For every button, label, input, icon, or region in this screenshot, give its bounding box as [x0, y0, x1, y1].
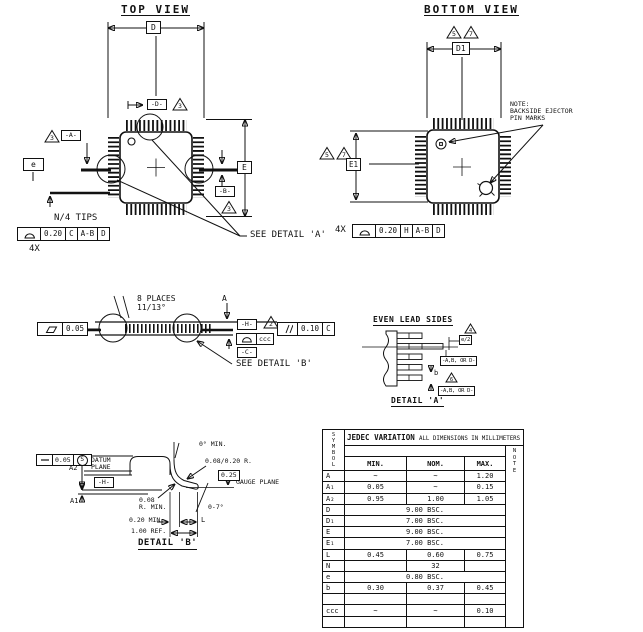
lead-places-label: 8 PLACES 11/13° — [137, 294, 176, 312]
note-4-triangle: 4 — [464, 323, 477, 334]
bend-radius-label: 0.08/0.20 R. — [205, 457, 252, 465]
straightness-symbol-icon — [36, 454, 53, 466]
qty-label: 4X — [29, 244, 40, 254]
table-row — [322, 593, 524, 606]
table-row: A~~1.20 — [322, 470, 524, 483]
dim-a1-label: A1 — [70, 497, 79, 505]
datum-b-label: -B- — [215, 186, 235, 197]
note-7-triangle: 7 — [336, 146, 352, 160]
ejector-pin-note: NOTE: BACKSIDE EJECTOR PIN MARKS — [510, 100, 573, 122]
note-3-triangle: 3 — [221, 200, 237, 214]
datum-ref-label: -A,B, OR D- — [440, 356, 478, 366]
dim-a-label: A — [222, 294, 227, 303]
col-min: MIN. — [344, 456, 407, 472]
datum-plane-label: DATUM PLANE — [91, 456, 111, 471]
gauge-offset-label: 0.25 — [218, 470, 240, 481]
see-detail-a-callout: SEE DETAIL 'A' — [250, 230, 326, 240]
foot-length-label: L — [201, 516, 206, 524]
ccc-frame: ccc — [236, 333, 274, 345]
note-3-triangle: 3 — [44, 129, 60, 143]
pitch-e-label: e — [23, 158, 44, 171]
rfs-modifier: S — [72, 454, 92, 466]
bottom-feature-control-frame: 0.20 H A-B D — [352, 224, 445, 238]
qty-label: 4X — [335, 225, 346, 235]
gauge-plane-label: GAUGE PLANE — [236, 478, 280, 486]
see-detail-b-callout: SEE DETAIL 'B' — [236, 359, 312, 369]
lead-ref-label: 1.00 REF. — [131, 527, 167, 535]
top-view-title: TOP VIEW — [121, 3, 190, 16]
detail-a-header: EVEN LEAD SIDES — [373, 315, 453, 326]
note-3-triangle: 3 — [172, 97, 188, 111]
detail-b-geometry — [78, 442, 234, 537]
datum-ref-label: -A,B, OR D- — [438, 386, 476, 396]
flatness-symbol-icon — [37, 322, 63, 336]
zero-deg-label: 0° MIN. — [199, 440, 227, 448]
dimension-table: S Y M B O L JEDEC VARIATION ALL DIMENSIO… — [322, 428, 525, 628]
profile-symbol-icon — [17, 227, 41, 241]
table-header: JEDEC VARIATION ALL DIMENSIONS IN MILLIM… — [343, 429, 525, 446]
note-7-triangle: 7 — [463, 25, 479, 39]
datum-a-label: -A- — [61, 130, 81, 141]
top-view-geometry — [32, 22, 252, 237]
profile-symbol-icon — [236, 333, 257, 345]
e-half-label: e/2 — [459, 335, 473, 345]
col-max: MAX. — [464, 456, 506, 472]
note-6-triangle: 6 — [445, 372, 458, 383]
dim-a2-label: A2 — [69, 464, 78, 472]
detail-a-title: DETAIL 'A' — [391, 396, 445, 407]
table-row: ccc~~0.10 — [322, 604, 524, 617]
dim-d1-label: D1 — [452, 42, 470, 55]
inner-radius-label: 0.08 R. MIN. — [139, 496, 167, 511]
foot-angle-label: 0-7° — [208, 503, 224, 511]
dim-d-label: D — [146, 21, 161, 34]
straightness-frame: 0.05 S — [36, 454, 92, 466]
bottom-view-geometry — [350, 42, 544, 215]
detail-a-geometry — [362, 330, 459, 390]
table-row — [322, 615, 524, 628]
symbol-column-header: S Y M B O L — [322, 428, 345, 472]
dim-e1-label: E1 — [346, 158, 362, 171]
tips-label: N/4 TIPS — [54, 213, 98, 223]
col-nom: NOM. — [406, 456, 465, 472]
parallelism-frame: 0.10 C — [277, 322, 335, 336]
detail-b-title: DETAIL 'B' — [138, 538, 198, 550]
profile-symbol-icon — [352, 224, 376, 238]
note-column-header: N O T E — [504, 445, 525, 628]
note-5-triangle: 5 — [319, 146, 335, 160]
dim-b-label: b — [434, 369, 439, 377]
flatness-frame: 0.05 — [37, 322, 89, 336]
foot-min-label: 0.20 MIN. — [129, 516, 165, 524]
parallelism-symbol-icon — [277, 322, 298, 336]
dim-e-label: E — [237, 161, 252, 174]
bottom-view-title: BOTTOM VIEW — [424, 3, 519, 16]
datum-h-label: -H- — [94, 477, 114, 488]
note-5-triangle: 5 — [446, 25, 462, 39]
datum-c-label: -C- — [237, 347, 257, 358]
note-2-triangle: 2 — [263, 315, 279, 329]
tips-feature-control-frame: 0.20 C A-B D — [17, 227, 110, 241]
datum-d-label: -D- — [147, 99, 167, 110]
datum-h-label: -H- — [237, 319, 257, 330]
